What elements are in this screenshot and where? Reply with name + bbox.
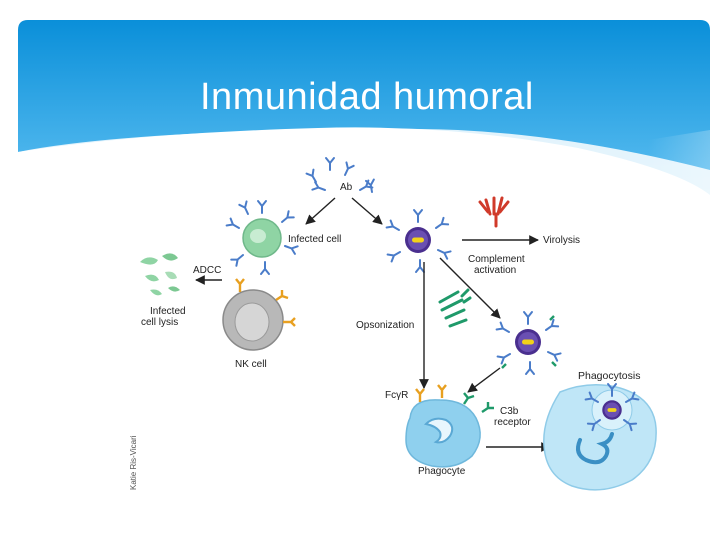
header-banner: Inmunidad humoral bbox=[18, 20, 710, 198]
nk-cell-label: NK cell bbox=[235, 359, 267, 370]
virolysis-label: Virolysis bbox=[543, 235, 580, 246]
slide-title: Inmunidad humoral bbox=[200, 76, 534, 118]
fcgr-label: FcγR bbox=[385, 390, 408, 401]
complement-proteins bbox=[478, 196, 510, 228]
ab-label: Ab bbox=[340, 182, 353, 193]
activation-label: activation bbox=[474, 265, 516, 276]
arrow-ab-to-infected-cell bbox=[305, 197, 336, 225]
infected-label: Infected bbox=[150, 306, 186, 317]
phagocyte bbox=[405, 384, 494, 468]
cell-lysis-label: cell lysis bbox=[141, 317, 178, 328]
opsonization-label: Opsonization bbox=[356, 320, 414, 331]
nk-cell bbox=[222, 278, 296, 351]
phagocyte-label: Phagocyte bbox=[418, 466, 466, 477]
arrow-to-coated-virus bbox=[439, 257, 501, 319]
c3b-label: C3b bbox=[500, 406, 519, 417]
phagocytosis-label: Phagocytosis bbox=[578, 370, 640, 382]
infected-cell bbox=[225, 200, 299, 275]
arrow-ab-to-virus bbox=[351, 197, 383, 225]
c3b-fragments bbox=[438, 288, 472, 328]
coated-virus bbox=[495, 311, 562, 375]
complement-label: Complement bbox=[468, 254, 525, 265]
opsonized-virus bbox=[385, 209, 452, 273]
receptor-label: receptor bbox=[494, 417, 531, 428]
arrow-coated-to-phagocyte bbox=[467, 367, 501, 393]
header-wave-shape bbox=[18, 20, 710, 198]
infected-cell-lysis-fragments bbox=[140, 253, 180, 296]
phagocytosing-cell bbox=[543, 383, 657, 491]
illustrator-credit: Katie Ris-Vicari bbox=[129, 435, 138, 490]
adcc-label: ADCC bbox=[193, 265, 221, 276]
infected-cell-label: Infected cell bbox=[288, 234, 341, 245]
